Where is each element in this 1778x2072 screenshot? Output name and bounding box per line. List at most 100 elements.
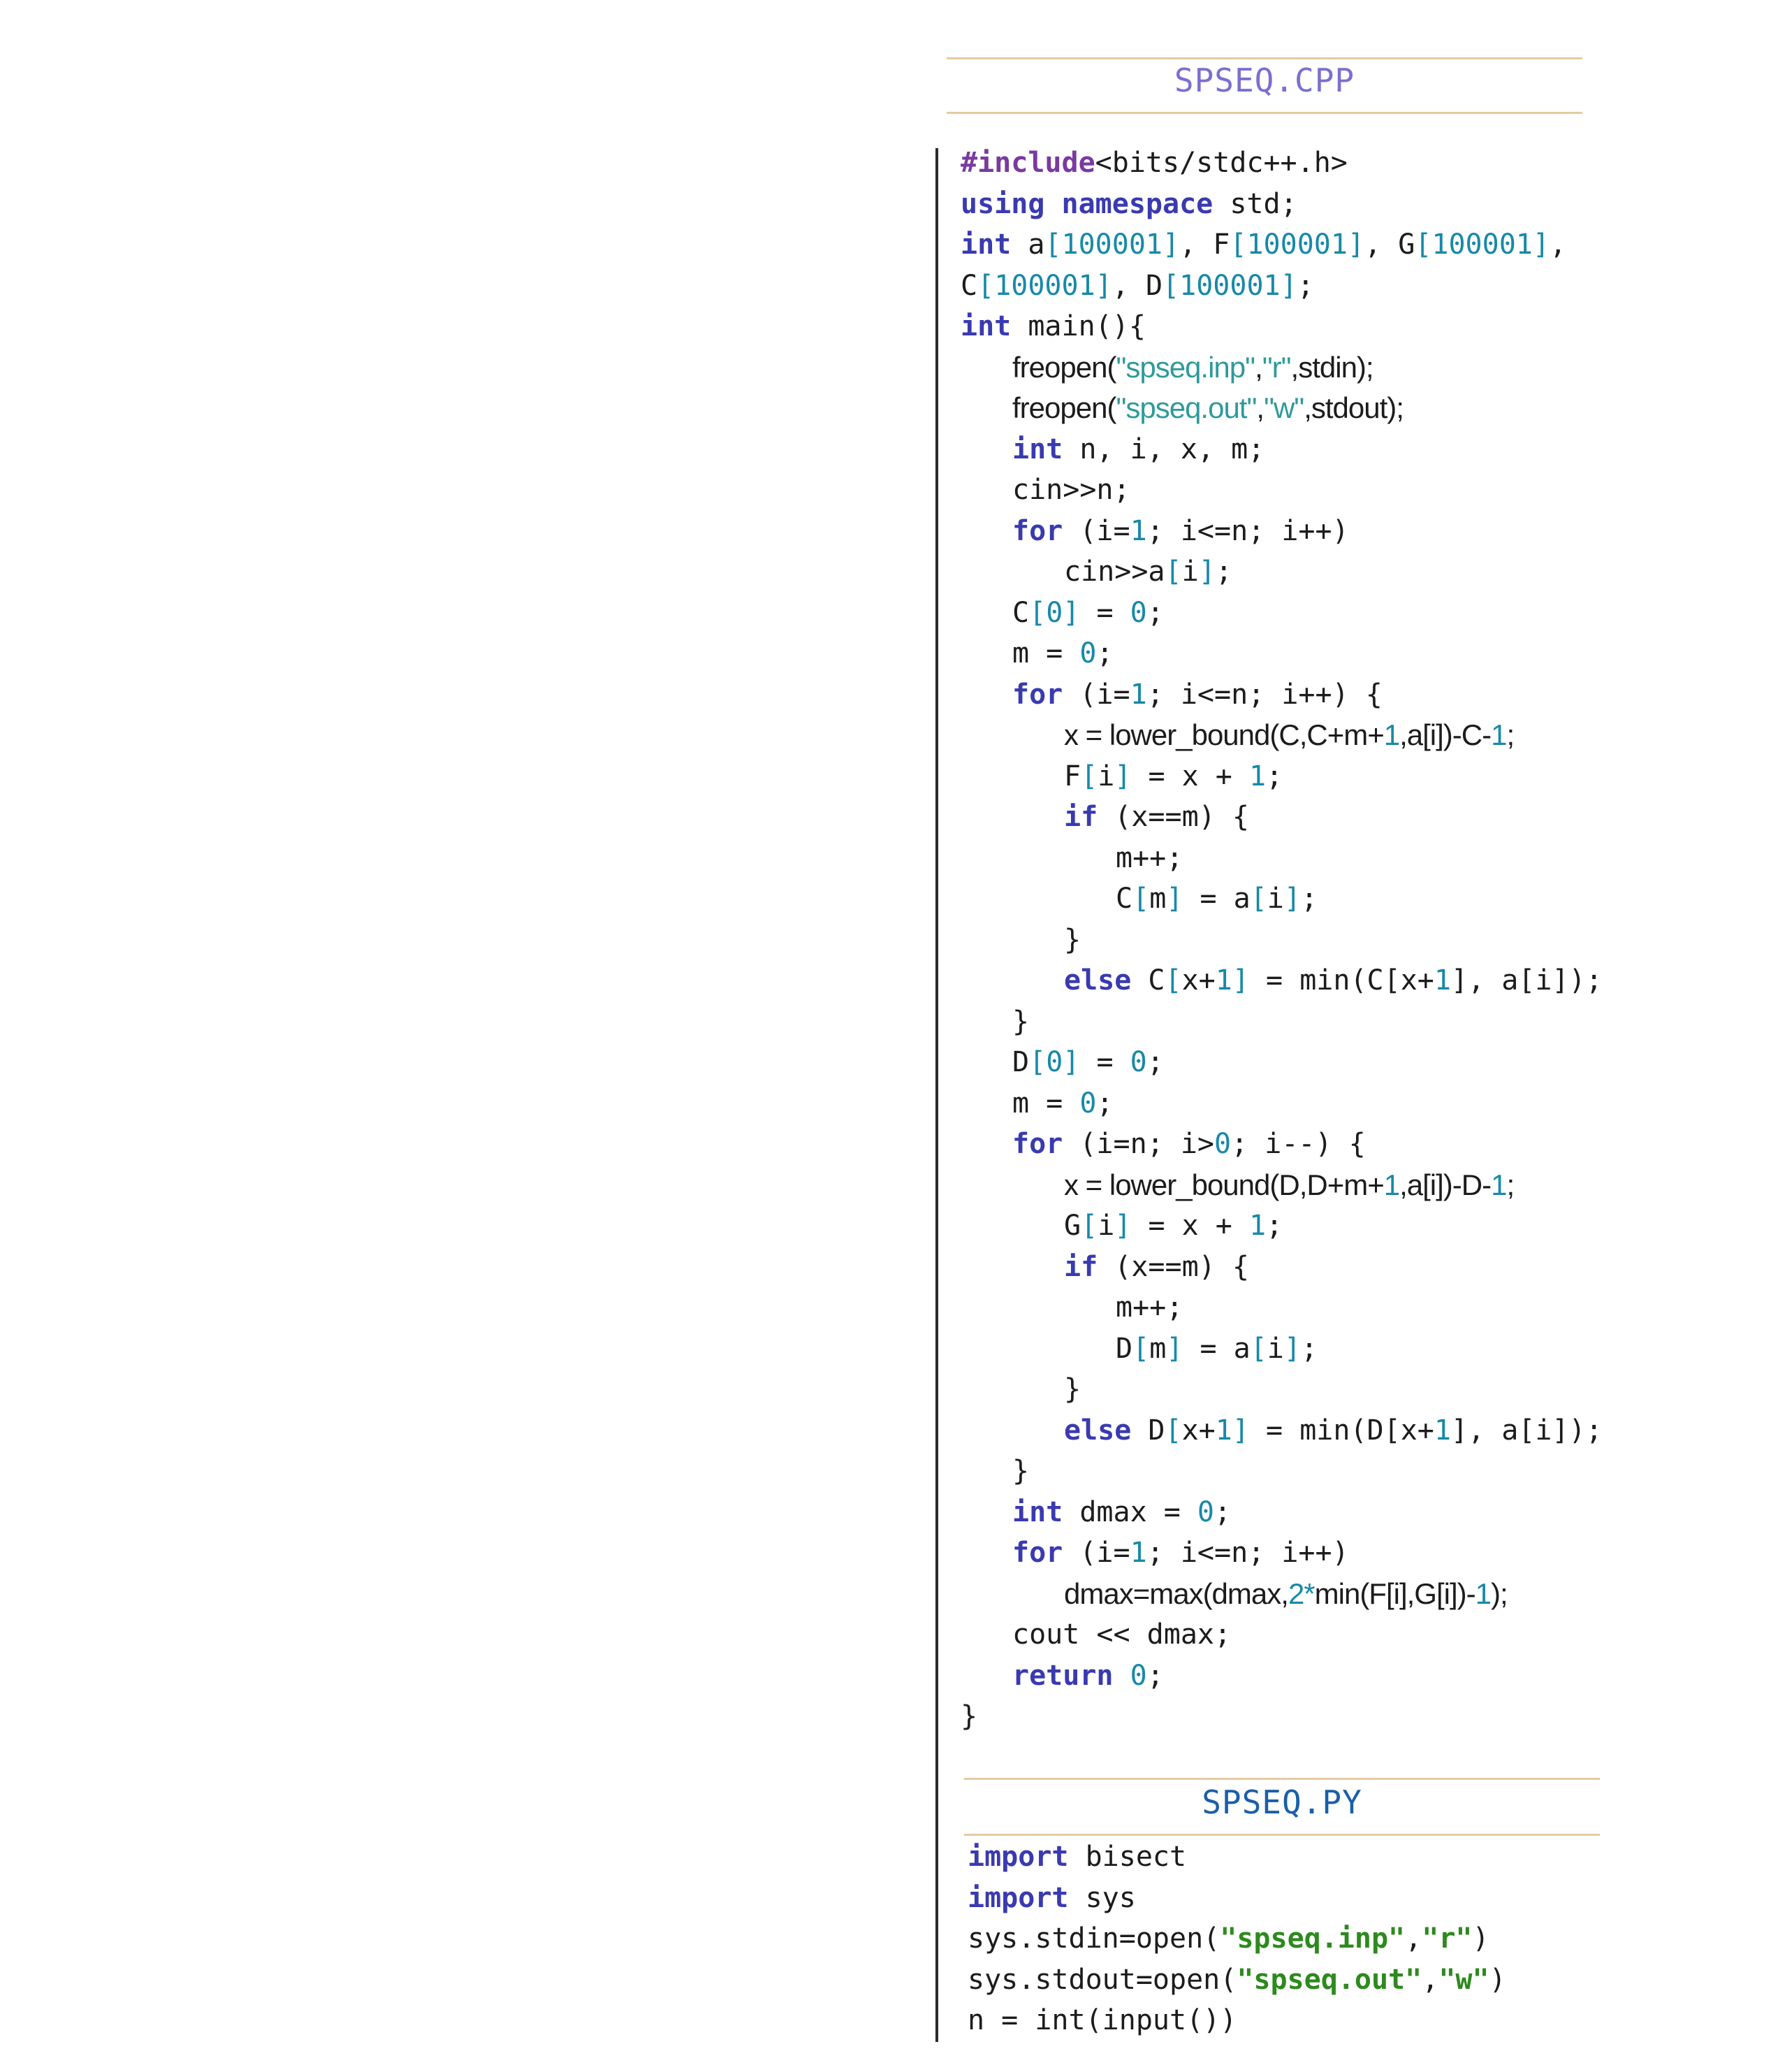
cpp-code-token: 1 (1130, 678, 1147, 711)
cpp-code-line: D[0] = 0; (961, 1042, 1603, 1083)
cpp-code-token: ; (1297, 269, 1314, 302)
cpp-code-token: x+ (1181, 964, 1216, 997)
cpp-code-token: ; (1146, 596, 1164, 629)
cpp-code-token: 1 (1215, 1414, 1232, 1447)
cpp-code-token: (x==m) { (1098, 1250, 1249, 1283)
cpp-code-token: ] (1114, 760, 1132, 792)
cpp-code-token: = a (1183, 1332, 1251, 1365)
cpp-code-token: else (1064, 964, 1132, 997)
cpp-code-line: } (961, 1001, 1603, 1043)
cpp-code-token: m = (1012, 1087, 1080, 1120)
py-title-top-rule (964, 1778, 1600, 1780)
py-code-token: , (1405, 1922, 1422, 1955)
cpp-code-line: using namespace std; (961, 184, 1603, 225)
cpp-code-token: i (1098, 760, 1115, 792)
cpp-code-token: , D (1112, 269, 1163, 302)
cpp-code-token: [ (1081, 760, 1098, 792)
py-code-token: "w" (1438, 1963, 1489, 1996)
cpp-code-token: ; (1215, 556, 1232, 588)
cpp-code-token: 100001 (994, 269, 1095, 302)
cpp-code-token: 1 (1248, 760, 1267, 792)
cpp-code-token: } (961, 1700, 978, 1732)
py-code-token: import (968, 1841, 1069, 1873)
cpp-code-line: x = lower_bound(D,D+m+1,a[i])-D-1; (961, 1165, 1603, 1206)
cpp-code-token: if (1064, 1250, 1098, 1283)
cpp-code-token: ] (1232, 964, 1249, 997)
cpp-code-token: 100001 (1061, 229, 1163, 261)
cpp-code-token: (x==m) { (1098, 801, 1249, 833)
cpp-code-line: } (961, 1696, 1603, 1737)
cpp-code-token: ,stdin); (1290, 350, 1374, 384)
cpp-code-token: return (1012, 1659, 1114, 1692)
cpp-code-token: "r" (1262, 350, 1292, 384)
cpp-code-line: dmax=max(dmax,2*min(F[i],G[i])-1); (961, 1574, 1603, 1615)
cpp-code-token: for (1012, 678, 1063, 711)
cpp-code-line: for (i=1; i<=n; i++) { (961, 674, 1603, 716)
cpp-code-token: freopen( (1012, 350, 1116, 384)
cpp-code-line: m++; (961, 1287, 1603, 1328)
py-code-line: import sys (968, 1878, 1506, 1919)
cpp-code-token: D (1116, 1332, 1133, 1365)
cpp-code-token: , G (1364, 229, 1415, 261)
cpp-code-token (1044, 188, 1061, 220)
cpp-code-line: m = 0; (961, 1083, 1603, 1124)
cpp-code-line: G[i] = x + 1; (961, 1205, 1603, 1247)
cpp-code-token: if (1064, 801, 1098, 833)
cpp-code-token: 0 (1046, 596, 1063, 629)
cpp-code-token: D (1131, 1414, 1165, 1447)
cpp-code-token: [ (1250, 1332, 1267, 1365)
py-code-token: "spseq.inp" (1220, 1922, 1406, 1955)
cpp-code-token: main(){ (1011, 310, 1146, 342)
cpp-code-token: } (1064, 1373, 1081, 1405)
cpp-code-token: i (1267, 883, 1284, 915)
cpp-code-token: ] (1283, 1332, 1301, 1365)
cpp-code-token: ); (1490, 1577, 1508, 1610)
cpp-code-token: int (961, 310, 1012, 342)
cpp-code-token: [ (1230, 229, 1247, 261)
cpp-code-token: ; (1300, 1332, 1318, 1365)
cpp-code-token: ] (1283, 883, 1301, 915)
cpp-code-token: 1 (1434, 964, 1451, 997)
cpp-code-token: [ (977, 269, 995, 302)
cpp-code-token: = (1079, 596, 1130, 629)
cpp-code-token: ; i--) { (1231, 1128, 1366, 1160)
cpp-code-token: min(C[x+ (1299, 964, 1434, 997)
cpp-code-token: m (1149, 1332, 1167, 1365)
cpp-code-token: = a (1183, 883, 1251, 915)
py-code-line: n = int(input()) (968, 2000, 1506, 2041)
cpp-code-line: m++; (961, 838, 1603, 879)
cpp-code-token: cin>>n; (1012, 474, 1130, 506)
cpp-code-token (1114, 1660, 1130, 1692)
cpp-file-title: SPSEQ.CPP (1174, 61, 1355, 99)
cpp-code-token: 0 (1197, 1495, 1214, 1528)
cpp-code-line: else C[x+1] = min(C[x+1], a[i]); (961, 960, 1603, 1001)
cpp-code-token: (i= (1063, 1537, 1130, 1569)
cpp-code-token: ,stdout); (1304, 391, 1404, 424)
cpp-code-token: [ (1250, 883, 1267, 915)
cpp-code-token: [ (1165, 964, 1182, 997)
cpp-code-block: #include<bits/stdc++.h>using namespace s… (961, 143, 1603, 1737)
cpp-code-token: ,a[i])-D- (1399, 1168, 1492, 1201)
cpp-code-token: for (1012, 1128, 1063, 1160)
cpp-code-line: cin>>n; (961, 470, 1603, 511)
cpp-code-line: for (i=n; i>0; i--) { (961, 1124, 1603, 1165)
cpp-code-token: int (1012, 433, 1063, 465)
cpp-code-line: int main(){ (961, 306, 1603, 347)
cpp-code-token: 0 (1214, 1128, 1232, 1160)
cpp-code-token: 0 (1079, 637, 1097, 669)
cpp-code-token: 1 (1491, 1168, 1507, 1201)
cpp-code-token: [ (1029, 1046, 1047, 1078)
cpp-code-line: int n, i, x, m; (961, 429, 1603, 470)
cpp-code-line: freopen("spseq.out","w",stdout); (961, 388, 1603, 429)
py-code-token: ) (1472, 1922, 1489, 1955)
cpp-code-line: } (961, 1451, 1603, 1492)
cpp-code-token: [ (1029, 596, 1047, 629)
cpp-code-token: dmax=max(dmax, (1064, 1577, 1289, 1610)
cpp-code-token: freopen( (1012, 391, 1116, 424)
cpp-code-token: m (1149, 883, 1167, 915)
cpp-code-token: int (961, 229, 1012, 261)
cpp-title-bottom-rule (947, 112, 1582, 114)
cpp-code-token: , (1256, 391, 1265, 424)
cpp-code-token: 1 (1130, 514, 1147, 547)
cpp-code-token: ] (1347, 229, 1365, 261)
